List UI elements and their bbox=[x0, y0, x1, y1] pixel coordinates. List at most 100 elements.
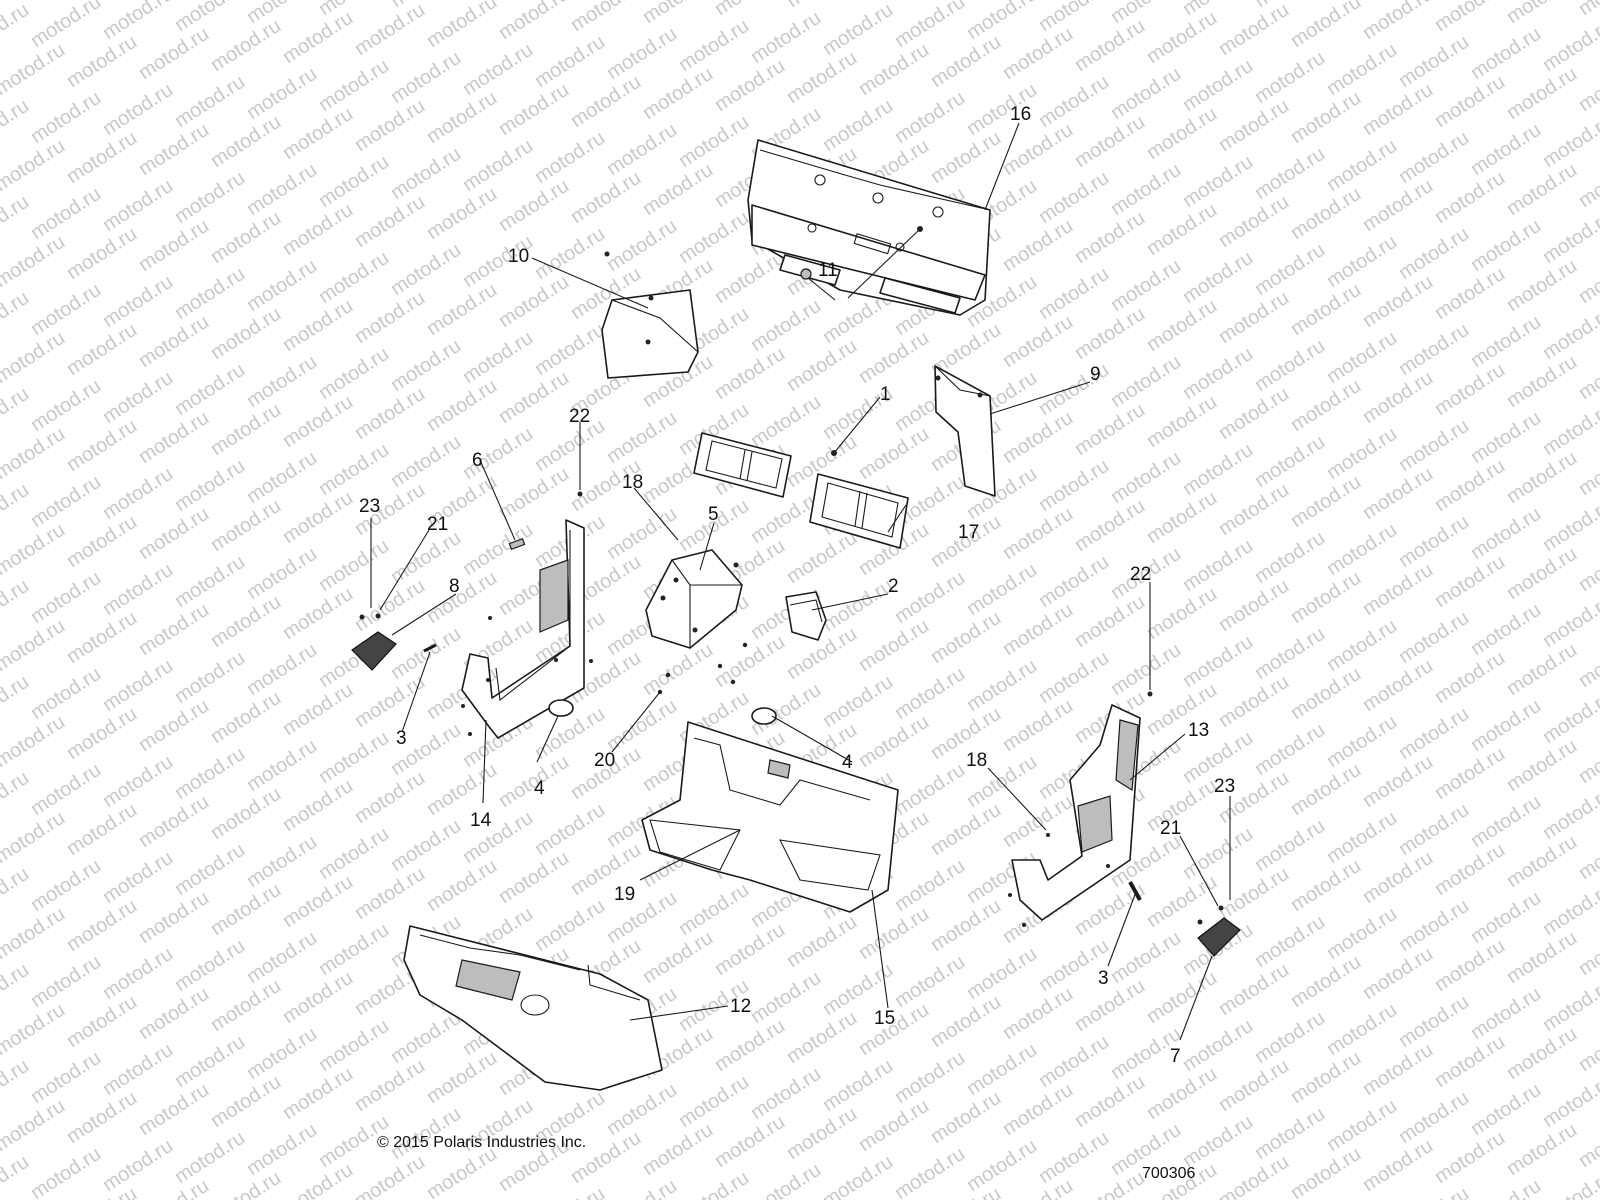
watermark-text: motod.ru bbox=[0, 0, 33, 60]
watermark-text: motod.ru bbox=[63, 607, 141, 668]
watermark-text: motod.ru bbox=[351, 767, 429, 828]
watermark-text: motod.ru bbox=[495, 79, 573, 140]
watermark-text: motod.ru bbox=[927, 127, 1005, 188]
watermark-text: motod.ru bbox=[999, 1079, 1077, 1140]
part-17-cup-holder-tray bbox=[809, 473, 909, 549]
watermark-text: motod.ru bbox=[1035, 551, 1113, 612]
watermark-text: motod.ru bbox=[207, 111, 285, 172]
watermark-text: motod.ru bbox=[1503, 63, 1581, 124]
watermark-text: motod.ru bbox=[531, 1183, 609, 1200]
watermark-text: motod.ru bbox=[279, 103, 357, 164]
watermark-text: motod.ru bbox=[315, 343, 393, 404]
watermark-text: motod.ru bbox=[1287, 279, 1365, 340]
watermark-text: motod.ru bbox=[999, 407, 1077, 468]
watermark-text: motod.ru bbox=[855, 711, 933, 772]
watermark-text: motod.ru bbox=[1359, 559, 1437, 620]
watermark-text: motod.ru bbox=[495, 367, 573, 428]
watermark-text: motod.ru bbox=[1071, 111, 1149, 172]
watermark-text: motod.ru bbox=[747, 7, 825, 68]
watermark-text: motod.ru bbox=[927, 991, 1005, 1052]
watermark-text: motod.ru bbox=[243, 351, 321, 412]
watermark-text: motod.ru bbox=[1287, 375, 1365, 436]
watermark-text: motod.ru bbox=[1071, 15, 1149, 76]
watermark-text: motod.ru bbox=[1323, 39, 1401, 100]
watermark-text: motod.ru bbox=[279, 1159, 357, 1200]
callout-5: 5 bbox=[708, 504, 719, 525]
watermark-text: motod.ru bbox=[495, 271, 573, 332]
watermark-text: motod.ru bbox=[279, 391, 357, 452]
watermark-text: motod.ru bbox=[1215, 1151, 1293, 1200]
watermark-text: motod.ru bbox=[135, 119, 213, 180]
watermark-text: motod.ru bbox=[567, 71, 645, 132]
watermark-text: motod.ru bbox=[1035, 71, 1113, 132]
watermark-text: motod.ru bbox=[783, 1007, 861, 1068]
watermark-text: motod.ru bbox=[1107, 63, 1185, 124]
watermark-text: motod.ru bbox=[171, 551, 249, 612]
watermark-text: motod.ru bbox=[1179, 1015, 1257, 1076]
part-7-switch bbox=[1197, 905, 1241, 957]
watermark-text: motod.ru bbox=[27, 1047, 105, 1108]
watermark-text: motod.ru bbox=[27, 855, 105, 916]
part-4-grommet bbox=[548, 699, 574, 717]
watermark-text: motod.ru bbox=[783, 47, 861, 108]
part-2-bracket bbox=[785, 591, 827, 641]
watermark-text: motod.ru bbox=[1323, 807, 1401, 868]
watermark-text: motod.ru bbox=[135, 23, 213, 84]
watermark-text: motod.ru bbox=[1107, 447, 1185, 508]
watermark-text: motod.ru bbox=[207, 1167, 285, 1200]
watermark-text: motod.ru bbox=[63, 415, 141, 476]
watermark-text: motod.ru bbox=[27, 471, 105, 532]
watermark-text: motod.ru bbox=[855, 615, 933, 676]
watermark-text: motod.ru bbox=[1071, 399, 1149, 460]
watermark-text: motod.ru bbox=[1467, 311, 1545, 372]
part-9-side-panel bbox=[934, 365, 996, 497]
watermark-text: motod.ru bbox=[531, 127, 609, 188]
watermark-text: motod.ru bbox=[1359, 751, 1437, 812]
watermark-text: motod.ru bbox=[63, 31, 141, 92]
watermark-text: motod.ru bbox=[171, 455, 249, 516]
watermark-text: motod.ru bbox=[1035, 0, 1113, 36]
part-3-pin bbox=[423, 643, 437, 653]
watermark-text: motod.ru bbox=[1251, 911, 1329, 972]
watermark-text: motod.ru bbox=[135, 791, 213, 852]
watermark-text: motod.ru bbox=[495, 0, 573, 44]
watermark-text: motod.ru bbox=[0, 615, 69, 676]
watermark-text: motod.ru bbox=[27, 0, 105, 52]
watermark-text: motod.ru bbox=[1323, 231, 1401, 292]
watermark-text: motod.ru bbox=[603, 119, 681, 180]
watermark-text: motod.ru bbox=[1359, 175, 1437, 236]
watermark-text: motod.ru bbox=[891, 1143, 969, 1200]
watermark-text: motod.ru bbox=[639, 1119, 717, 1180]
watermark-text: motod.ru bbox=[135, 887, 213, 948]
watermark-text: motod.ru bbox=[999, 695, 1077, 756]
watermark-text: motod.ru bbox=[1467, 791, 1545, 852]
watermark-text: motod.ru bbox=[351, 0, 429, 60]
watermark-text: motod.ru bbox=[711, 919, 789, 980]
watermark-text: motod.ru bbox=[63, 511, 141, 572]
watermark-text: motod.ru bbox=[1035, 1127, 1113, 1188]
watermark-text: motod.ru bbox=[675, 1167, 753, 1200]
watermark-text: motod.ru bbox=[1287, 1047, 1365, 1108]
callout-13: 13 bbox=[1188, 720, 1209, 741]
watermark-text: motod.ru bbox=[315, 1015, 393, 1076]
watermark-text: motod.ru bbox=[711, 247, 789, 308]
watermark-text: motod.ru bbox=[279, 775, 357, 836]
watermark-text: motod.ru bbox=[1287, 1143, 1365, 1200]
watermark-text: motod.ru bbox=[891, 567, 969, 628]
watermark-text: motod.ru bbox=[207, 303, 285, 364]
watermark-text: motod.ru bbox=[0, 95, 33, 156]
watermark-text: motod.ru bbox=[351, 671, 429, 732]
watermark-text: motod.ru bbox=[1431, 167, 1509, 228]
watermark-text: motod.ru bbox=[1287, 951, 1365, 1012]
callout-2: 2 bbox=[888, 576, 899, 597]
watermark-text: motod.ru bbox=[1431, 359, 1509, 420]
watermark-text: motod.ru bbox=[0, 1095, 69, 1156]
watermark-text: motod.ru bbox=[387, 431, 465, 492]
watermark-text: motod.ru bbox=[531, 319, 609, 380]
watermark-text: motod.ru bbox=[135, 599, 213, 660]
watermark-text: motod.ru bbox=[99, 559, 177, 620]
watermark-text: motod.ru bbox=[1431, 71, 1509, 132]
watermark-text: motod.ru bbox=[315, 823, 393, 884]
watermark-text: motod.ru bbox=[63, 1183, 141, 1200]
watermark-text: motod.ru bbox=[1359, 79, 1437, 140]
